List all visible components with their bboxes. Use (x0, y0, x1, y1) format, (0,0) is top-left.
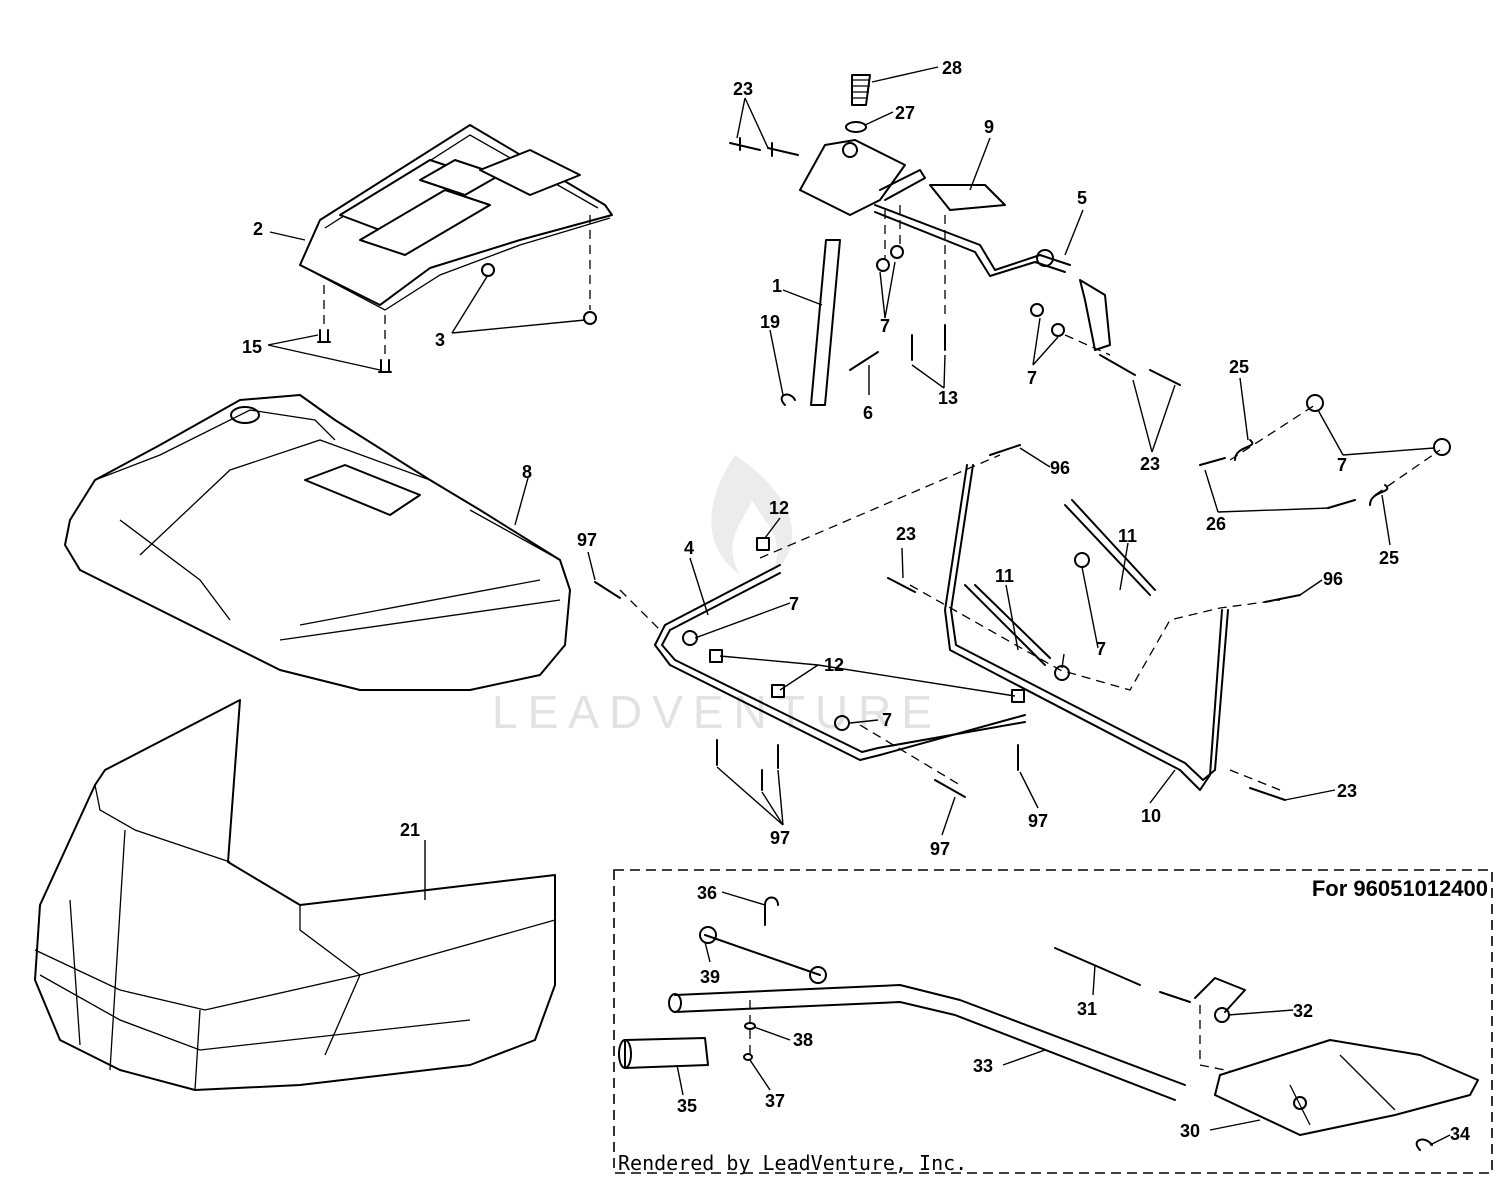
part-12-square-nuts (709, 537, 1025, 703)
callout-9: 9 (984, 117, 994, 137)
callout-97-bottom-mid: 97 (930, 839, 950, 859)
callout-5: 5 (1077, 188, 1087, 208)
callout-19: 19 (760, 312, 780, 332)
callout-7-bracket: 7 (1027, 368, 1037, 388)
callout-26: 26 (1206, 514, 1226, 534)
part-30-pedal (1214, 1039, 1479, 1136)
callout-23-frame: 23 (896, 524, 916, 544)
callout-6: 6 (863, 403, 873, 423)
callout-96-right: 96 (1323, 569, 1343, 589)
callout-7-link: 7 (1096, 639, 1106, 659)
callout-2: 2 (253, 219, 263, 239)
part-2-console-cover (299, 124, 613, 311)
part-32-spring (1194, 977, 1251, 1076)
part-27-washer (845, 121, 867, 133)
callout-7-upper: 7 (880, 316, 890, 336)
callout-4: 4 (684, 538, 694, 558)
callout-15: 15 (242, 337, 262, 357)
callout-3: 3 (435, 330, 445, 350)
part-26-bolts (1199, 457, 1356, 509)
part-11-links (964, 499, 1156, 666)
part-15-bolts (317, 285, 392, 373)
part-23-bolts-frame (887, 577, 1286, 801)
part-33-lever (668, 984, 1186, 1101)
part-36-hook (764, 896, 779, 926)
callout-39: 39 (700, 967, 720, 987)
bracket-assembly (799, 139, 926, 216)
part-4-frame (654, 564, 1026, 761)
part-28-grip (851, 74, 871, 106)
part-9-bracket (929, 184, 1006, 211)
callout-23-right: 23 (1337, 781, 1357, 801)
callout-8: 8 (522, 462, 532, 482)
callout-7-frame: 7 (789, 594, 799, 614)
callout-34: 34 (1450, 1124, 1470, 1144)
part-5-shift-arm (874, 204, 1111, 351)
callout-36: 36 (697, 883, 717, 903)
callout-31: 31 (1077, 999, 1097, 1019)
callout-21: 21 (400, 820, 420, 840)
part-7-nuts-upper (876, 205, 1065, 337)
inset-title: For 96051012400 (1312, 876, 1488, 901)
part-21-fender (34, 699, 556, 1091)
frame-dashed-paths (619, 454, 1281, 791)
part-6-pin (849, 351, 879, 371)
callout-97-bottom-right: 97 (1028, 811, 1048, 831)
callout-11-left: 11 (995, 566, 1014, 586)
callout-97-left: 97 (577, 530, 597, 550)
callout-1: 1 (772, 276, 782, 296)
part-7-right-bushings (1229, 394, 1451, 496)
part-10-frame (944, 464, 1229, 791)
leader-lines (267, 66, 1451, 1146)
part-38-37-washers (743, 1000, 756, 1061)
callout-38: 38 (793, 1030, 813, 1050)
part-23-bolts-upper (729, 137, 799, 157)
callout-33: 33 (973, 1056, 993, 1076)
callout-7-right: 7 (1337, 455, 1347, 475)
rendered-by-credit: Rendered by LeadVenture, Inc. (618, 1151, 967, 1175)
part-23-bolts-mid (1064, 334, 1181, 386)
callout-25-top: 25 (1229, 357, 1249, 377)
callout-35: 35 (677, 1096, 697, 1116)
callout-12-top: 12 (769, 498, 789, 518)
part-35-grip (618, 1037, 709, 1069)
callout-7-bottom: 7 (882, 710, 892, 730)
callout-28: 28 (942, 58, 962, 78)
part-8-hood (64, 394, 571, 691)
callout-23-top: 23 (733, 79, 753, 99)
part-96-bolts (989, 444, 1301, 603)
callout-97-bottom-left: 97 (770, 828, 790, 848)
callout-25-bottom: 25 (1379, 548, 1399, 568)
callout-37: 37 (765, 1091, 785, 1111)
inset-box: For 96051012400 Rendered by LeadVenture,… (613, 869, 1493, 1175)
part-25-clips (1234, 439, 1389, 506)
part-34-clip (1415, 1138, 1433, 1151)
part-13-bolts (911, 324, 946, 361)
part-39-rod (699, 926, 827, 984)
callout-27: 27 (895, 103, 915, 123)
callout-96-top: 96 (1050, 458, 1070, 478)
watermark-text: LEADVENTURE (492, 686, 942, 738)
callout-11-right: 11 (1118, 526, 1137, 546)
part-97-bolts (594, 581, 1019, 798)
callout-10: 10 (1141, 806, 1161, 826)
part-31-rod (1054, 947, 1191, 1003)
part-19-clip (780, 393, 796, 406)
part-1-rod (810, 239, 841, 406)
callout-13: 13 (938, 388, 958, 408)
callout-labels: 2 15 3 8 21 28 27 9 5 23 1 7 19 6 13 7 2… (242, 58, 1470, 1144)
callout-30: 30 (1180, 1121, 1200, 1141)
watermark: LEADVENTURE (492, 455, 942, 738)
callout-23-mid: 23 (1140, 454, 1160, 474)
callout-32: 32 (1293, 1001, 1313, 1021)
callout-12-mid: 12 (824, 655, 844, 675)
